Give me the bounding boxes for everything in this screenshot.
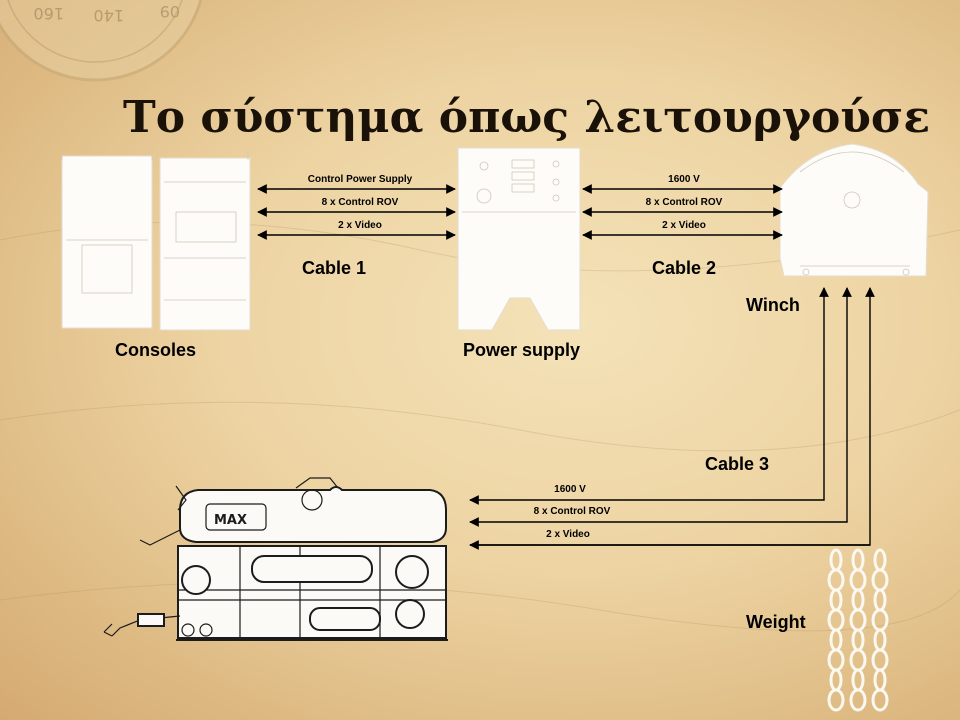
cable-1-signal-1: Control Power Supply	[308, 174, 413, 185]
cable-2-signal-1: 1600 V	[668, 174, 700, 185]
cable-1-signal-2: 8 x Control ROV	[322, 197, 399, 208]
cable-1-label: Cable 1	[302, 258, 366, 278]
weight-chains-illustration	[827, 548, 889, 712]
cable-1-signal-3: 2 x Video	[338, 220, 382, 231]
rov-logo-text: MAX	[214, 513, 247, 528]
cable-3-signal-2: 8 x Control ROV	[534, 506, 611, 517]
compass-mark-2: 140	[93, 6, 124, 25]
weight-label: Weight	[746, 612, 806, 632]
cable-3-signal-1: 1600 V	[554, 484, 586, 495]
compass-mark-3: 09	[160, 2, 180, 21]
power-supply-label: Power supply	[463, 340, 580, 360]
cable-3-label: Cable 3	[705, 454, 769, 474]
power-supply-illustration	[457, 147, 581, 331]
page-title: Το σύστημα όπως λειτουργούσε	[123, 92, 930, 143]
cable-3-wires	[469, 287, 875, 550]
consoles-illustration	[61, 150, 251, 331]
cable-2-signal-2: 8 x Control ROV	[646, 197, 723, 208]
compass-mark-1: 160	[33, 4, 64, 23]
winch-label: Winch	[746, 295, 800, 315]
consoles-label: Consoles	[115, 340, 196, 360]
cable-2-label: Cable 2	[652, 258, 716, 278]
compass-decoration: 160 140 09	[0, 0, 203, 82]
cable-3-signal-3: 2 x Video	[546, 529, 590, 540]
cable-1-wires	[257, 184, 456, 240]
cable-2-wires	[582, 184, 783, 240]
cable-2-signal-3: 2 x Video	[662, 220, 706, 231]
rov-illustration: MAX	[103, 477, 448, 641]
winch-illustration	[779, 143, 929, 277]
